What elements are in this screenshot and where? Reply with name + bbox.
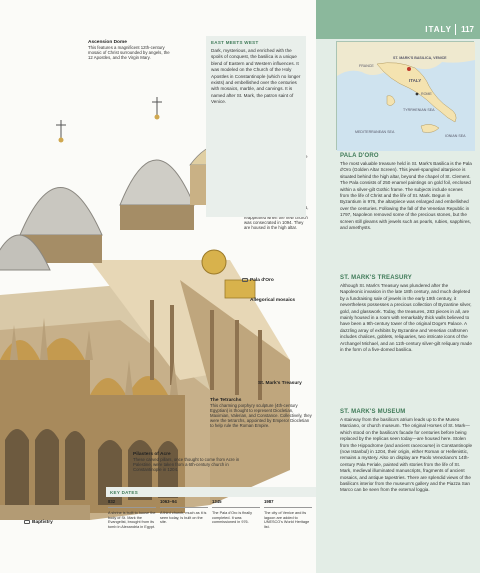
- italy-map-graphic: [337, 42, 475, 151]
- key-date-year: 1345: [212, 499, 260, 508]
- baptistry-callout: Baptistry: [24, 520, 84, 525]
- east-meets-west-title: EAST MEETS WEST: [211, 40, 259, 45]
- treasury-callout: St. Mark's Treasury: [258, 381, 314, 386]
- allegorical-mosaics-label: Allegorical mosaics: [250, 298, 296, 303]
- map-label-rome: ROME: [421, 92, 432, 96]
- map-label-basilica: ST. MARK'S BASILICA, VENICE: [393, 56, 447, 60]
- east-meets-west-box: EAST MEETS WEST Dark, mysterious, and en…: [206, 36, 306, 217]
- camera-icon: [24, 520, 30, 524]
- camera-icon: [242, 278, 248, 282]
- key-date-item: 832 A shrine is built to house the body …: [108, 499, 156, 530]
- key-date-year: 1987: [264, 499, 312, 508]
- pala-doro-body: The most valuable treasure held in St. M…: [340, 161, 472, 231]
- pala-doro-heading: PALA D'ORO: [340, 153, 379, 159]
- ascension-dome-text: This features a magnificent 12th-century…: [88, 45, 170, 61]
- map-label-ionian: IONIAN SEA: [445, 134, 466, 138]
- pilasters-title: Pilasters of Acre: [133, 452, 171, 457]
- treasury-heading: ST. MARK'S TREASURY: [340, 275, 413, 281]
- country-label: ITALY: [425, 25, 452, 34]
- treasury-label: St. Mark's Treasury: [258, 381, 302, 386]
- key-date-year: 832: [108, 499, 156, 508]
- page-number: 117: [461, 25, 474, 34]
- museum-body: A stairway from the basilica's atrium le…: [340, 417, 473, 493]
- pilasters-callout: Pilasters of Acre These carved pillars, …: [133, 452, 253, 472]
- east-meets-west-text: Dark, mysterious, and enriched with the …: [211, 48, 301, 105]
- header-separator: [455, 24, 456, 35]
- key-date-text: A shrine is built to house the body of S…: [108, 510, 156, 530]
- map-label-france: FRANCE: [359, 64, 374, 68]
- key-dates-title: KEY DATES: [106, 487, 316, 497]
- tetrarchs-title: The Tetrarchs: [210, 398, 242, 403]
- key-dates-box: KEY DATES 832 A shrine is built to house…: [106, 487, 316, 573]
- key-date-text: A third church, much as it is seen today…: [160, 510, 207, 525]
- basilica-cutaway-illustration: [0, 97, 290, 520]
- tetrarchs-text: This charming porphyry sculpture (4th-ce…: [210, 403, 312, 429]
- map-label-tyrrhenian: TYRRHENIAN SEA: [403, 108, 435, 112]
- ascension-dome-title: Ascension Dome: [88, 40, 127, 45]
- pala-doro-label: Pala d'Oro: [250, 278, 274, 283]
- key-date-year: 1063–94: [160, 499, 208, 508]
- locator-map: FRANCE ITALY ST. MARK'S BASILICA, VENICE…: [336, 41, 475, 151]
- key-date-item: 1063–94 A third church, much as it is se…: [160, 499, 208, 525]
- key-date-item: 1987 The city of Venice and its lagoon a…: [264, 499, 312, 530]
- key-date-item: 1345 The Pala d'Oro is finally completed…: [212, 499, 260, 525]
- pilasters-text: These carved pillars, once thought to co…: [133, 457, 240, 473]
- header-band: [316, 0, 480, 39]
- tetrarchs-callout: The Tetrarchs This charming porphyry scu…: [210, 398, 312, 429]
- museum-heading: ST. MARK'S MUSEUM: [340, 409, 406, 415]
- ascension-dome-callout: Ascension Dome This features a magnifice…: [88, 40, 170, 60]
- key-date-text: The Pala d'Oro is finally completed. It …: [212, 510, 252, 525]
- treasury-body: Although St. Mark's Treasury was plunder…: [340, 283, 472, 353]
- pala-doro-callout: Pala d'Oro: [242, 278, 308, 283]
- map-label-italy: ITALY: [409, 78, 422, 83]
- allegorical-mosaics-callout: Allegorical mosaics: [250, 298, 314, 303]
- baptistry-label: Baptistry: [32, 520, 53, 525]
- key-date-text: The city of Venice and its lagoon are ad…: [264, 510, 310, 530]
- map-label-mediterranean: MEDITERRANEAN SEA: [355, 130, 395, 134]
